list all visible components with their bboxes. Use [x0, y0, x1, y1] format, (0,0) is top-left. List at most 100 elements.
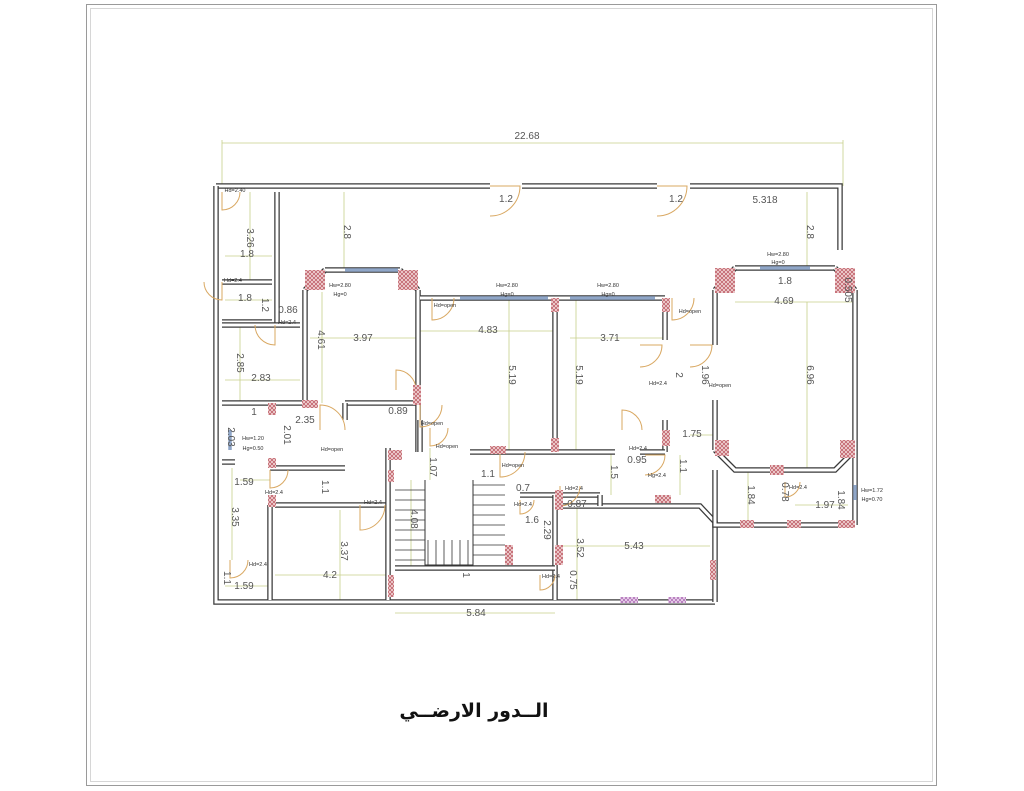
- door-swing: [203, 281, 223, 301]
- dimension-label: 1.5: [608, 465, 619, 479]
- dimension-label: 1.84: [745, 485, 756, 505]
- plan-title: الــدور الارضــي: [0, 700, 1024, 722]
- dimension-label: 2.83: [251, 373, 271, 384]
- hatched-pillar: [388, 575, 394, 597]
- annotation-label: Hd=2.4: [249, 562, 267, 568]
- wall: [713, 448, 857, 473]
- dimension-label: 4.08: [408, 509, 419, 529]
- hatched-pillar: [740, 520, 754, 528]
- door-swing: [221, 191, 241, 211]
- hatched-pillar: [838, 520, 855, 528]
- dimension-label: 2: [673, 372, 684, 378]
- dimension-label: 2.35: [295, 415, 315, 426]
- hatched-pillar: [710, 560, 716, 580]
- annotation-label: Hg=0: [601, 292, 614, 298]
- door-swing: [229, 559, 249, 579]
- hatched-pillar: [268, 403, 276, 415]
- dimension-label: 1.2: [499, 194, 513, 205]
- annotation-label: Hd=2.4: [278, 320, 296, 326]
- dimension-label: 0.78: [779, 482, 790, 502]
- dimension-label: 1: [460, 572, 471, 578]
- annotation-label: Hg=0: [771, 260, 784, 266]
- annotation-label: Hd=2.4: [265, 490, 283, 496]
- dimension-label: 0.89: [388, 406, 408, 417]
- dimension-label: 1.07: [427, 457, 438, 477]
- hatched-pillar: [551, 298, 559, 312]
- annotation-label: Hd=open: [709, 383, 731, 389]
- wall: [213, 186, 715, 605]
- dimension-label: 5.43: [624, 541, 644, 552]
- dimension-label: 3.26: [244, 228, 255, 248]
- walls: [213, 183, 858, 605]
- annotation-label: Hd=2.4: [364, 500, 382, 506]
- door-swing: [539, 574, 556, 591]
- annotation-label: Hd=open: [434, 303, 456, 309]
- annotation-label: Hd=open: [436, 444, 458, 450]
- door-swing: [359, 504, 386, 531]
- door-swing: [644, 454, 666, 476]
- dimension-label: 0.505: [842, 277, 853, 302]
- annotation-label: Hw=1.72: [861, 488, 883, 494]
- dimension-label: 1.2: [259, 298, 270, 312]
- wall-inner: [713, 448, 857, 472]
- dimension-label: 0.86: [278, 305, 298, 316]
- door-swing: [429, 427, 449, 447]
- dimension-label: 0.7: [516, 483, 530, 494]
- dimension-label: 5.84: [466, 608, 486, 619]
- dimension-label: 1.97: [815, 500, 835, 511]
- dimension-lines: [221, 140, 855, 614]
- dimension-label: 4.61: [315, 330, 326, 350]
- annotation-label: Hd=2.4: [629, 446, 647, 452]
- dimension-label: 0.87: [567, 499, 587, 510]
- dimension-label: 1.8: [778, 276, 792, 287]
- annotation-label: Hd=open: [421, 421, 443, 427]
- sheet-border: [86, 4, 937, 786]
- dimension-label: 1.6: [525, 515, 539, 526]
- annotation-label: Hd=2.40: [225, 188, 246, 194]
- hatched-pillar: [662, 298, 670, 312]
- pillars: [268, 268, 855, 603]
- hatched-pillar: [268, 495, 276, 507]
- dimension-label: 1.75: [682, 429, 702, 440]
- door-swing: [639, 344, 663, 368]
- dimension-label: 6.96: [804, 365, 815, 385]
- door-swing: [671, 297, 695, 321]
- door-swing: [689, 344, 713, 368]
- staircase: [395, 480, 505, 566]
- annotation-labels: Hd=2.40Hd=2.4Hd=2.4Hw=2.80Hg=0Hd=openHw=…: [224, 188, 883, 580]
- hatched-pillar: [555, 545, 563, 565]
- annotation-label: Hw=1.20: [242, 436, 264, 442]
- door-swing: [519, 499, 535, 515]
- door-swing: [431, 297, 455, 321]
- dimension-label: 5.19: [506, 365, 517, 385]
- hatched-pillar: [505, 545, 513, 565]
- dimension-label: 1.1: [481, 469, 495, 480]
- hatched-pillar: [302, 400, 318, 408]
- hatched-pillar: [787, 520, 801, 528]
- annotation-label: Hd=open: [679, 309, 701, 315]
- dimension-label: 2.8: [341, 225, 352, 239]
- hatched-pillar: [840, 440, 855, 458]
- dimension-label: 1.96: [699, 365, 710, 385]
- hatched-pillar: [835, 268, 855, 293]
- dimension-label: 3.35: [229, 507, 240, 527]
- annotation-label: Hw=2.80: [597, 283, 619, 289]
- annotation-label: Hw=2.80: [329, 283, 351, 289]
- dimension-label: 5.19: [573, 365, 584, 385]
- door-swing: [269, 469, 289, 489]
- dimension-label: 2.01: [281, 425, 292, 445]
- dimension-label: 5.318: [752, 195, 777, 206]
- dimension-label: 0.75: [567, 570, 578, 590]
- dimension-label: 1.84: [835, 490, 846, 510]
- dimension-label: 4.69: [774, 296, 794, 307]
- annotation-label: Hd=2.4: [542, 574, 560, 580]
- annotation-label: Hd=open: [502, 463, 524, 469]
- dimension-label: 3.52: [574, 538, 585, 558]
- hatched-pillar: [655, 495, 671, 503]
- hatched-pillar: [662, 430, 670, 446]
- windows: [228, 266, 857, 500]
- hatched-pillar: [620, 597, 638, 603]
- dimension-label: 2.8: [804, 225, 815, 239]
